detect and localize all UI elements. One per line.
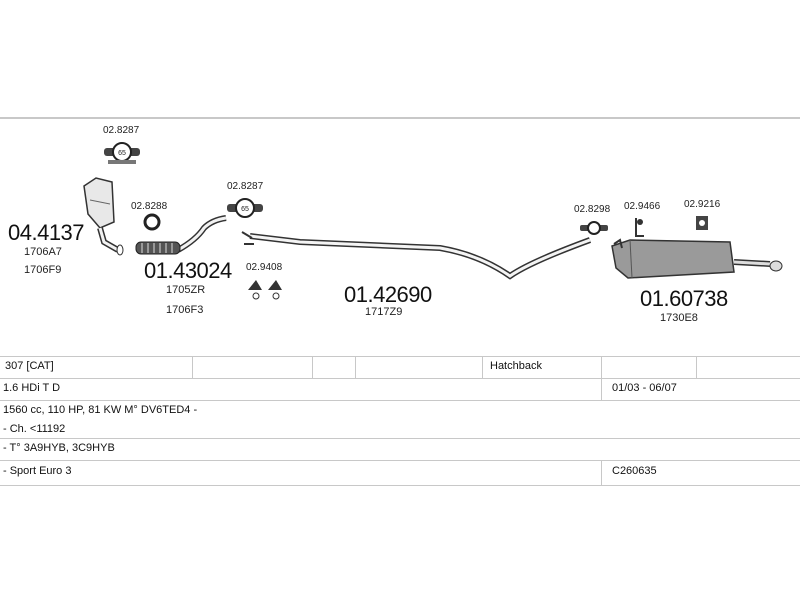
mount-kit-part-number: 02.9408 (246, 262, 283, 273)
exhaust-parts-drawing: 65 65 (83, 142, 783, 300)
rubber-mount-part-number: 02.9216 (684, 199, 721, 210)
catalyst-ref-2: 1706F9 (24, 264, 62, 276)
body-type: Hatchback (490, 360, 542, 372)
clamp-icon[interactable]: 65 (227, 198, 263, 218)
spec-row-model: 307 [CAT] Hatchback (0, 356, 800, 379)
flex-pipe-icon[interactable] (135, 215, 227, 255)
gasket-ring-icon[interactable] (143, 213, 161, 231)
model-name: 307 [CAT] (5, 360, 54, 372)
flex-pipe-part-number: 01.43024 (144, 258, 232, 283)
gasket-part-number: 02.8288 (131, 201, 168, 212)
engine-details: 1560 cc, 110 HP, 81 KW M° DV6TED4 - (3, 404, 198, 416)
spec-row-version: - Sport Euro 3 C260635 (0, 460, 800, 486)
engine-name: 1.6 HDi T D (3, 382, 61, 394)
clamp-icon[interactable]: 65 (104, 142, 140, 164)
rubber-mount-icon[interactable] (696, 216, 708, 230)
clamp-part-number: 02.8287 (227, 181, 264, 192)
production-dates: 01/03 - 06/07 (612, 382, 677, 394)
version-name: - Sport Euro 3 (3, 465, 72, 477)
spec-row-types: - T° 3A9HYB, 3C9HYB (0, 438, 800, 461)
middle-pipe-ref: 1717Z9 (365, 306, 403, 318)
chassis-limit: - Ch. <11192 (3, 423, 66, 435)
middle-pipe-icon[interactable] (241, 231, 592, 280)
clamp-part-number: 02.8287 (103, 125, 140, 136)
catalyst-ref-1: 1706A7 (24, 246, 62, 258)
type-codes: - T° 3A9HYB, 3C9HYB (3, 442, 115, 454)
catalyst-icon[interactable] (83, 177, 124, 256)
rear-silencer-part-number: 01.60738 (640, 286, 728, 311)
svg-text:65: 65 (241, 206, 249, 213)
flex-pipe-ref-1: 1705ZR (166, 284, 206, 296)
rubber-mount-part-number: 02.9466 (624, 201, 661, 212)
catalog-number: C260635 (612, 465, 657, 477)
clamp-part-number: 02.8298 (574, 204, 611, 215)
exhaust-diagram (0, 117, 800, 359)
rear-silencer-icon[interactable] (611, 238, 783, 279)
middle-pipe-part-number: 01.42690 (344, 282, 432, 307)
svg-text:65: 65 (118, 150, 126, 157)
mount-kit-icon[interactable] (248, 280, 282, 300)
spec-row-details: 1560 cc, 110 HP, 81 KW M° DV6TED4 - (0, 400, 800, 421)
catalyst-part-number: 04.4137 (8, 220, 85, 245)
spec-row-chassis: - Ch. <11192 (0, 420, 800, 440)
rear-silencer-ref: 1730E8 (660, 312, 698, 324)
spec-row-engine: 1.6 HDi T D 01/03 - 06/07 (0, 378, 800, 401)
rubber-mount-icon[interactable] (635, 218, 644, 237)
flex-pipe-ref-2: 1706F3 (166, 304, 204, 316)
clamp-icon[interactable] (580, 221, 608, 235)
